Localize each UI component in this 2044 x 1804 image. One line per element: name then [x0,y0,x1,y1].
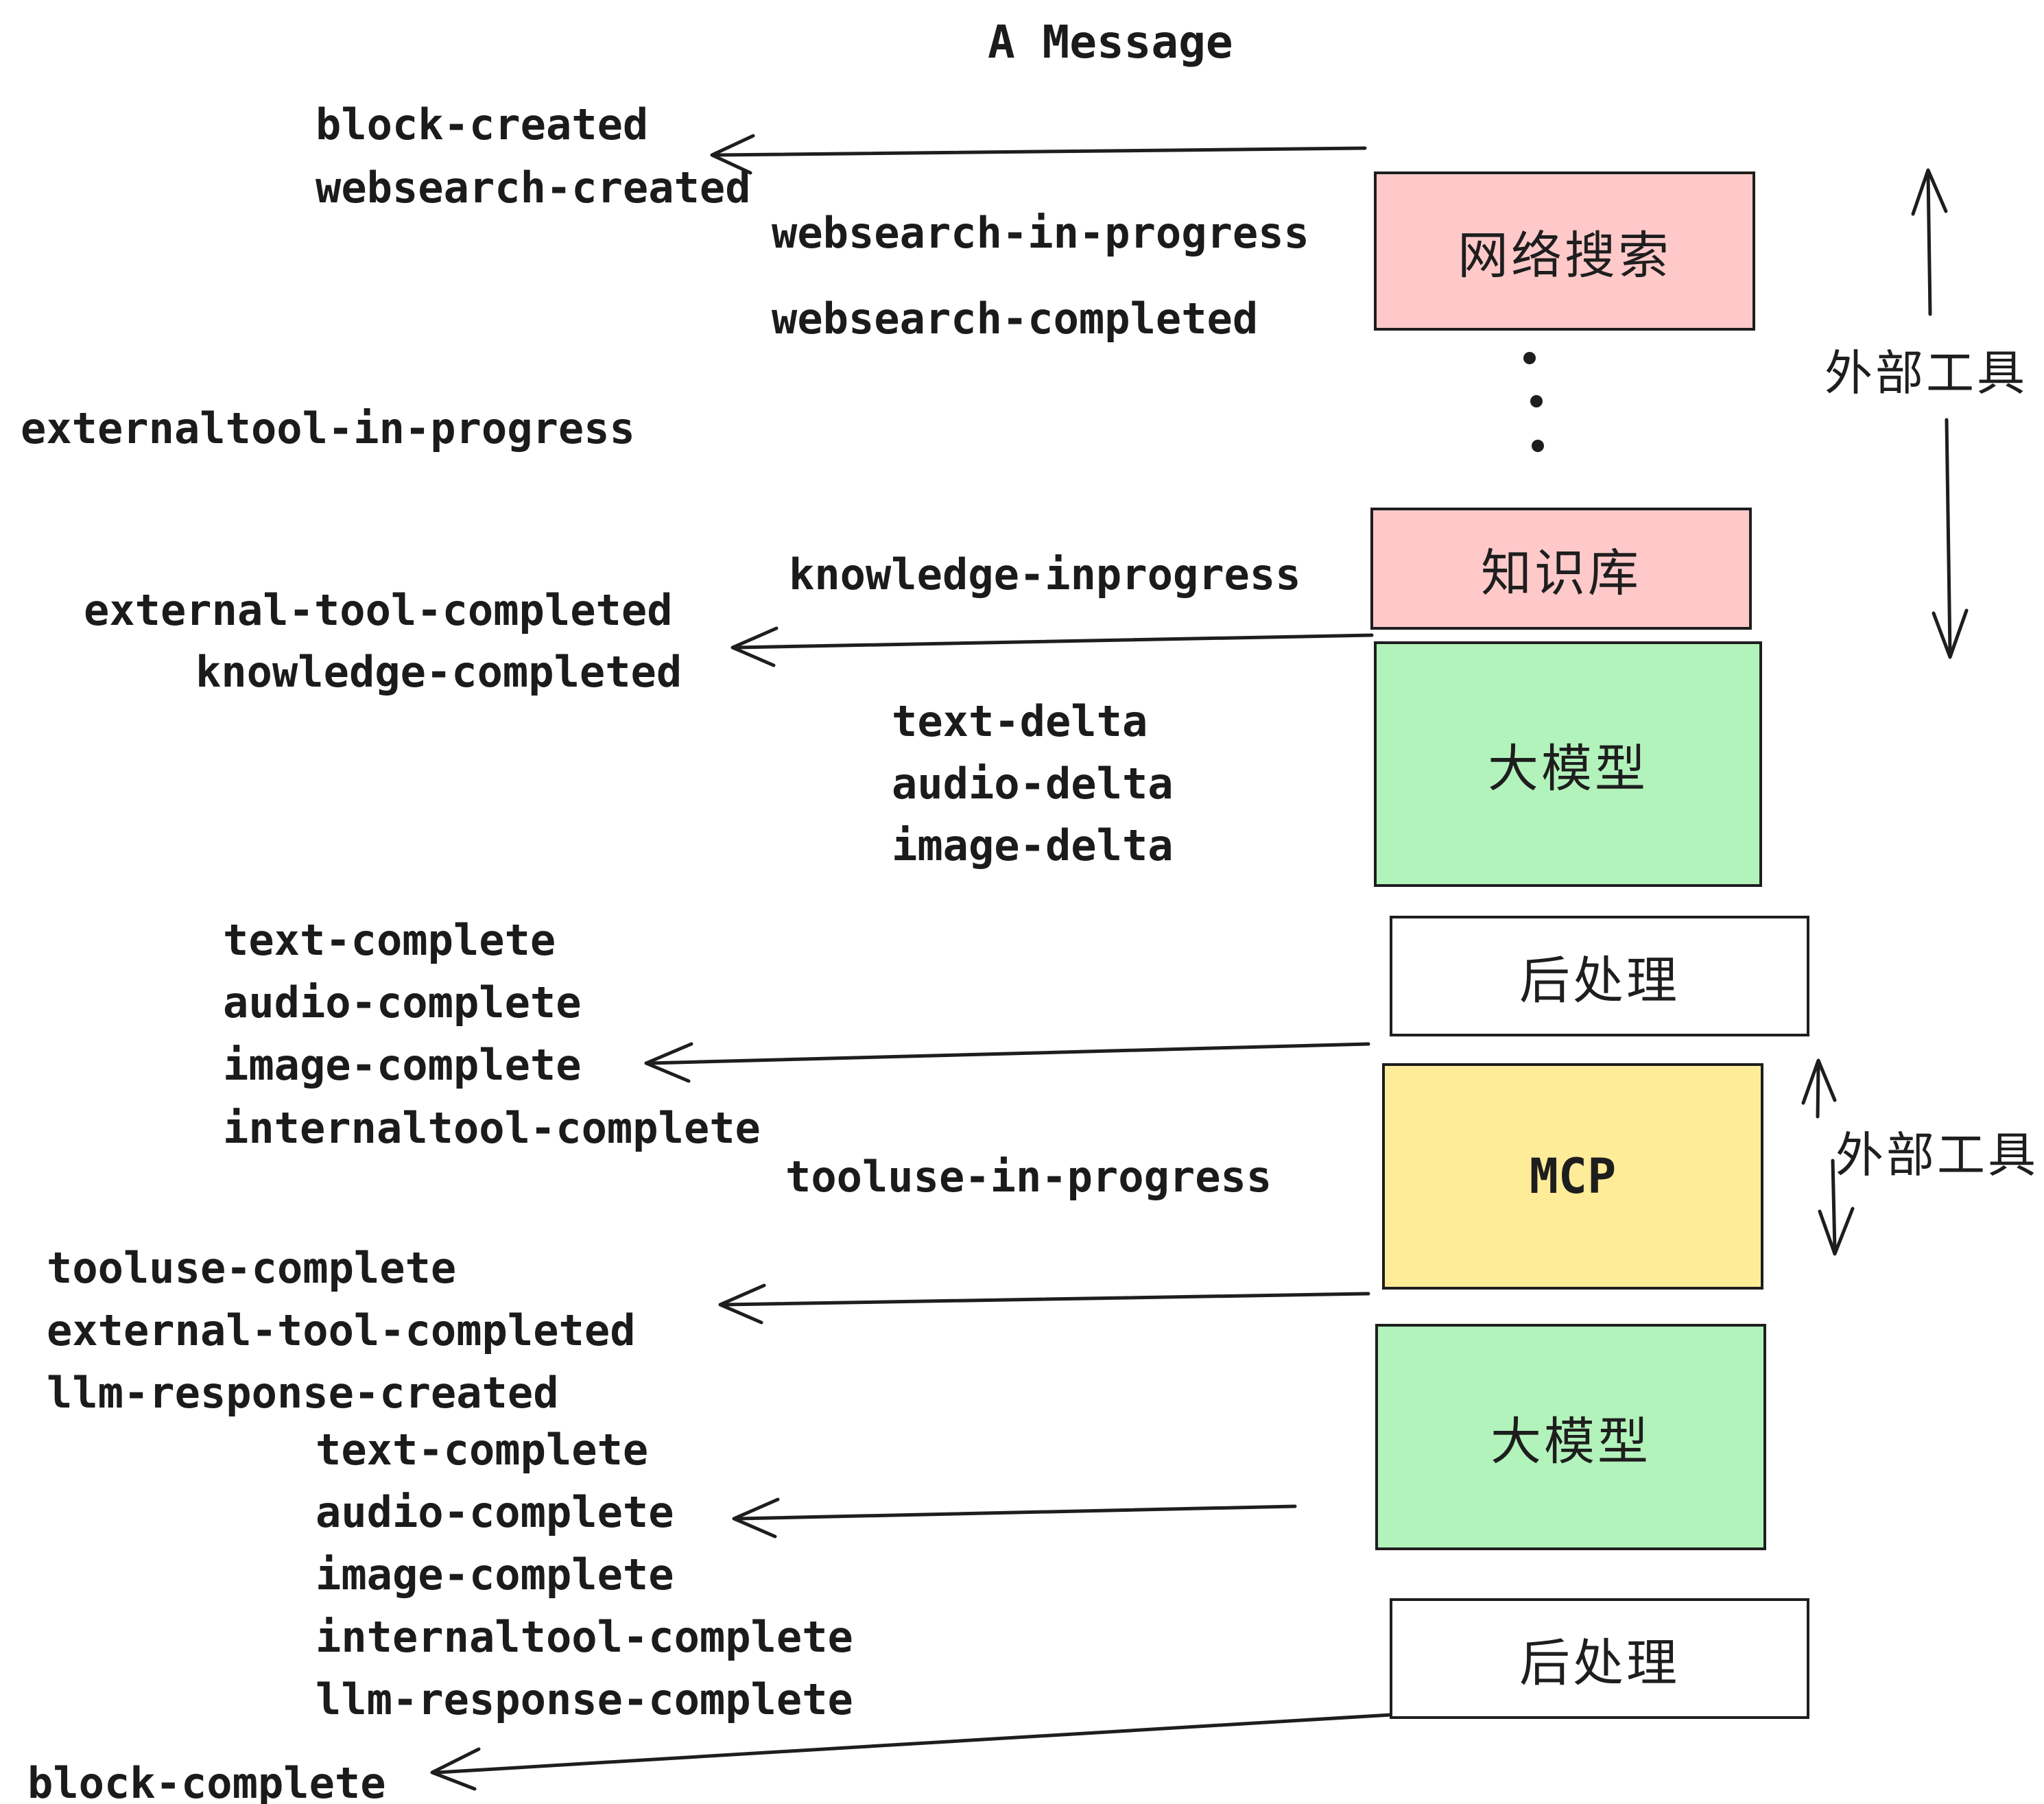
event-label-externaltool-in-progress: externaltool-in-progress [21,403,635,453]
external-tools-note-top: 外部工具 [1825,346,2028,400]
event-label-knowledge-inprogress: knowledge-inprogress [789,549,1301,600]
event-label-text-delta-1: text-delta [892,696,1148,746]
arrow-tooluse-complete [720,1285,1368,1322]
node-postprocess-2: 后处理 [1390,1598,1809,1719]
event-label-internaltool-complete-1: internaltool-complete [223,1103,761,1153]
node-llm-2-label: 大模型 [1490,1412,1651,1470]
vertical-ellipsis-icon [1523,352,1544,452]
event-label-image-complete-2: image-complete [316,1550,674,1600]
event-label-text-complete-2: text-complete [316,1425,649,1475]
event-label-tooluse-complete: tooluse-complete [47,1243,457,1293]
external-tools-note-bottom: 外部工具 [1835,1128,2039,1182]
external-tools-up-arrow-top [1913,170,1946,314]
event-label-knowledge-completed: knowledge-completed [195,647,682,697]
event-label-audio-complete-2: audio-complete [316,1487,674,1537]
node-knowledge-base-label: 知识库 [1481,544,1641,602]
event-label-websearch-in-progress: websearch-in-progress [772,208,1309,258]
event-label-tooluse-in-progress: tooluse-in-progress [785,1152,1272,1202]
event-label-internaltool-complete-2: internaltool-complete [316,1612,853,1662]
node-mcp: MCP [1382,1063,1763,1290]
event-label-llm-response-created: llm-response-created [47,1368,559,1418]
node-llm-1-label: 大模型 [1488,739,1648,797]
node-knowledge-base: 知识库 [1370,508,1752,630]
arrow-audio-complete [734,1499,1295,1536]
node-llm-1: 大模型 [1374,641,1762,887]
arrow-block-created [712,136,1365,173]
event-label-block-complete: block-complete [27,1758,386,1804]
event-label-external-tool-completed-2: external-tool-completed [47,1305,636,1355]
event-label-websearch-created: websearch-created [316,163,751,213]
arrow-knowledge-completed [733,628,1372,665]
node-postprocess-2-label: 后处理 [1519,1634,1680,1692]
event-label-websearch-completed: websearch-completed [772,294,1259,344]
event-label-llm-response-complete: llm-response-complete [316,1674,853,1724]
node-websearch: 网络搜索 [1374,171,1755,331]
page-title: A Message [988,16,1233,69]
event-label-text-complete-1: text-complete [223,915,556,965]
node-mcp-label: MCP [1529,1148,1617,1204]
event-label-audio-complete-1: audio-complete [223,977,582,1028]
node-websearch-label: 网络搜索 [1458,226,1672,284]
node-llm-2: 大模型 [1375,1324,1766,1550]
arrow-image-complete [646,1044,1368,1081]
event-label-image-complete-1: image-complete [223,1040,582,1090]
event-label-image-delta-1: image-delta [892,820,1174,870]
event-label-external-tool-completed-1: external-tool-completed [84,585,673,635]
external-tools-up-arrow-bottom [1803,1060,1835,1117]
node-postprocess-1-label: 后处理 [1519,951,1680,1009]
node-postprocess-1: 后处理 [1390,916,1809,1036]
external-tools-down-arrow-top [1934,420,1966,657]
event-label-audio-delta-1: audio-delta [892,759,1174,809]
event-label-block-created: block-created [316,99,649,150]
